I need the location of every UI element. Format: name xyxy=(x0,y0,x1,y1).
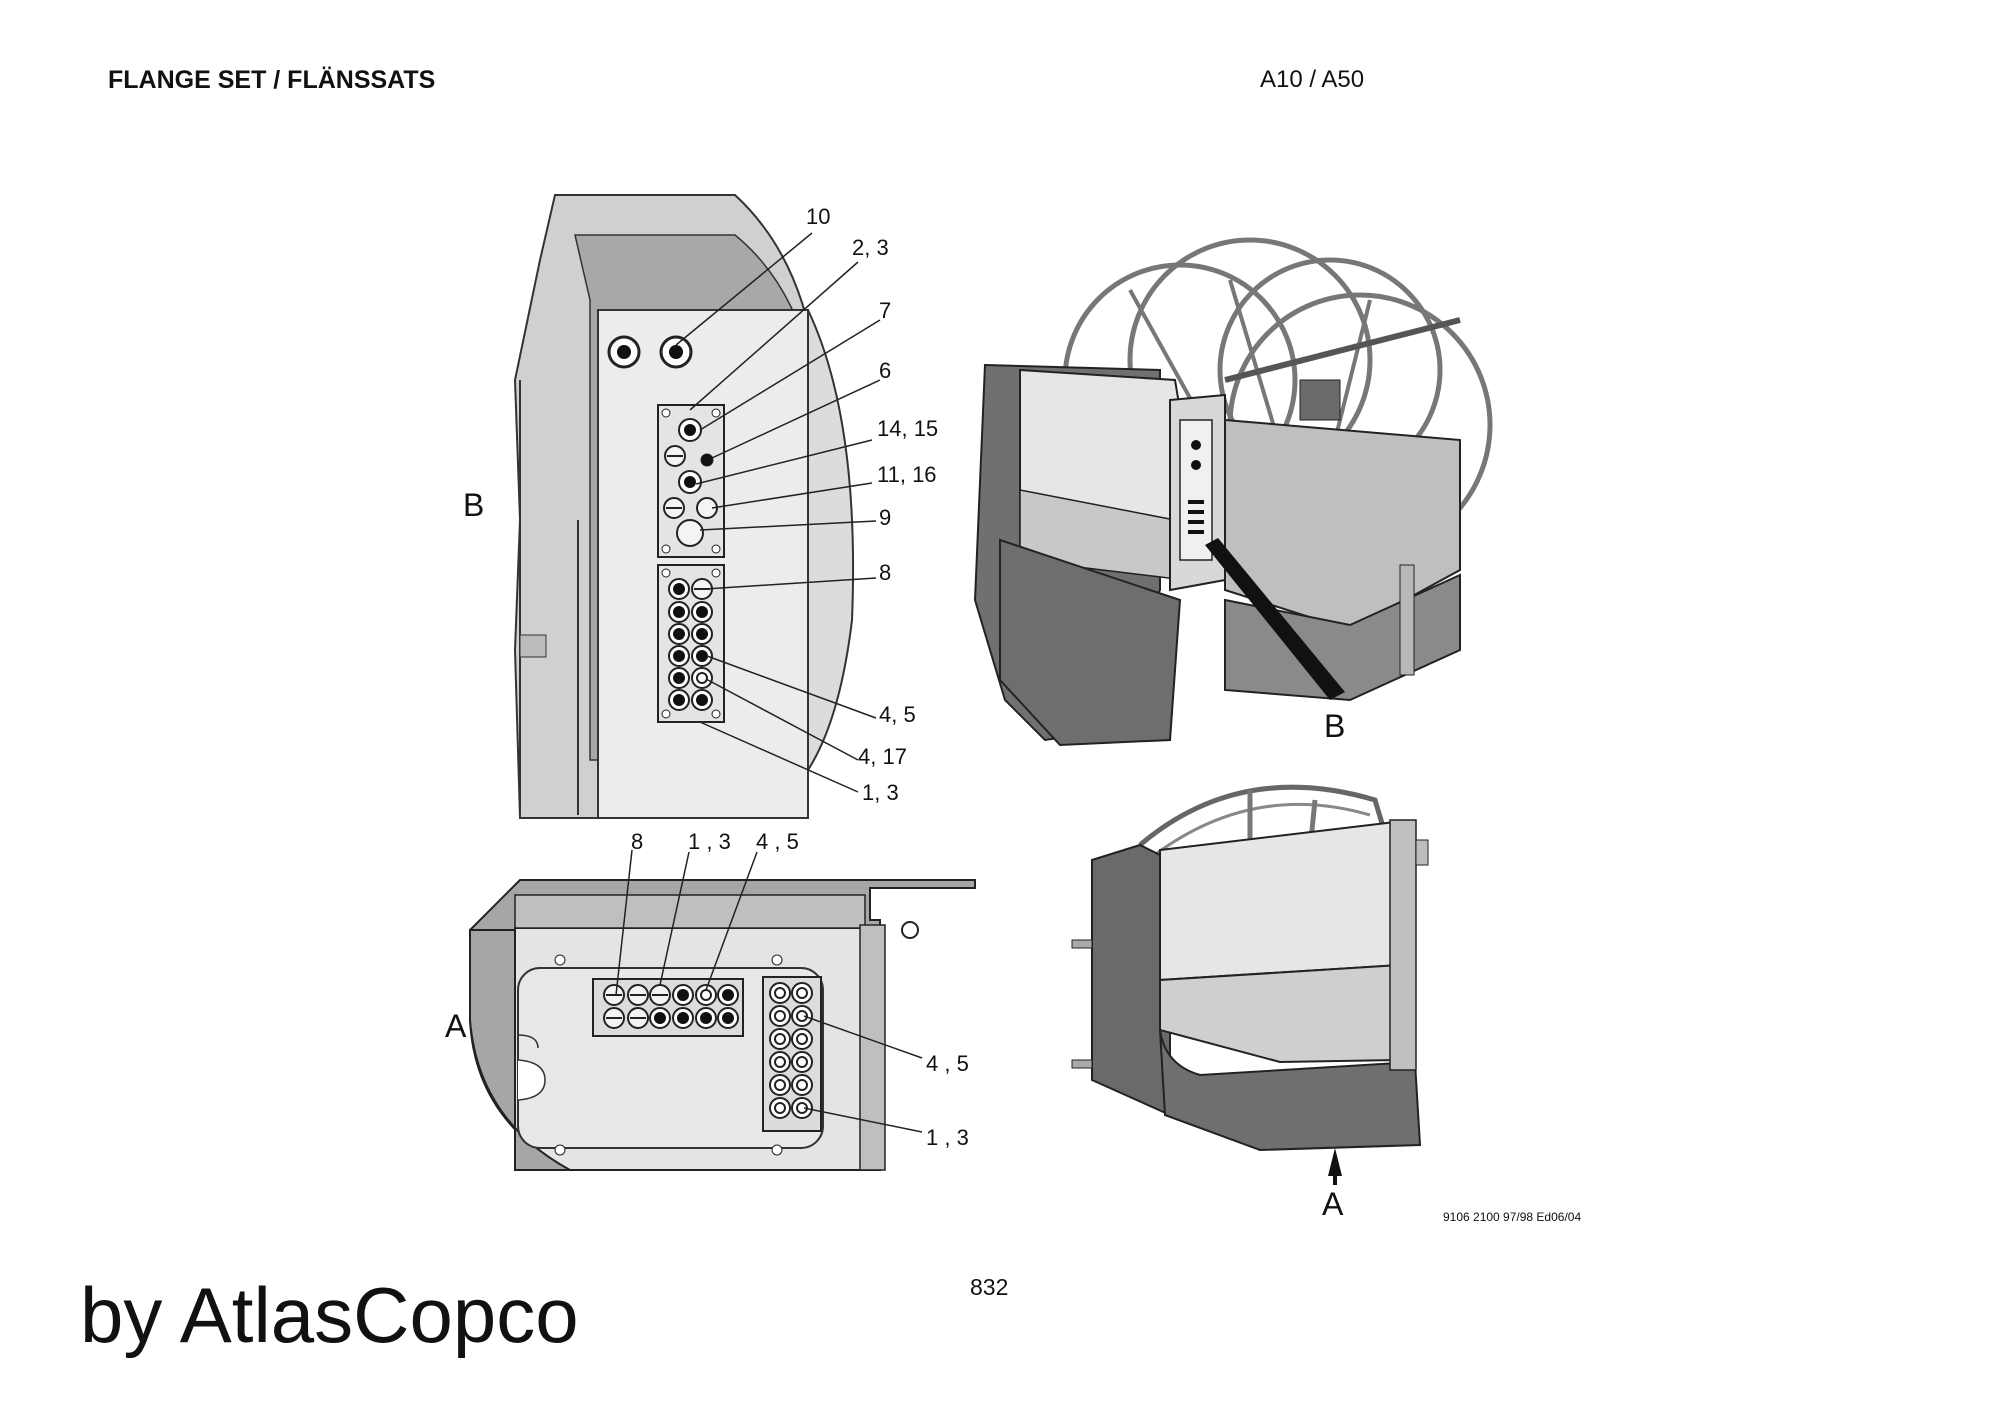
view-a-detail xyxy=(469,849,976,1171)
callout-label: 8 xyxy=(879,560,892,585)
machine-side-view xyxy=(1071,784,1429,1185)
page-title: FLANGE SET / FLÄNSSATS xyxy=(108,66,436,94)
callout-label: 4 , 5 xyxy=(926,1051,969,1076)
machine-perspective-view xyxy=(973,237,1493,747)
view-b-label: B xyxy=(463,487,485,523)
callout-label: 8 xyxy=(631,829,644,854)
callout-label: 2, 3 xyxy=(852,235,889,260)
brand-watermark: by AtlasCopco xyxy=(80,1271,579,1359)
callout-label: 4, 5 xyxy=(879,702,916,727)
callout-label: 11, 16 xyxy=(877,462,937,487)
page-number: 832 xyxy=(970,1274,1009,1300)
view-b-detail xyxy=(513,194,881,819)
callout-label: 4, 17 xyxy=(858,744,907,769)
view-a-label: A xyxy=(445,1008,467,1044)
view-b-marker: B xyxy=(1324,708,1346,744)
callout-label: 7 xyxy=(879,298,892,323)
callout-label: 6 xyxy=(879,358,892,383)
document-reference: 9106 2100 97/98 Ed06/04 xyxy=(1443,1210,1582,1224)
callout-label: 10 xyxy=(806,204,831,229)
callout-label: 1 , 3 xyxy=(926,1125,969,1150)
callout-label: 14, 15 xyxy=(877,416,939,441)
callout-label: 1, 3 xyxy=(862,780,899,805)
callout-label: 1 , 3 xyxy=(688,829,731,854)
callout-label: 4 , 5 xyxy=(756,829,799,854)
callout-label: 9 xyxy=(879,505,892,530)
model-designation: A10 / A50 xyxy=(1260,66,1365,93)
view-a-marker: A xyxy=(1322,1186,1344,1222)
